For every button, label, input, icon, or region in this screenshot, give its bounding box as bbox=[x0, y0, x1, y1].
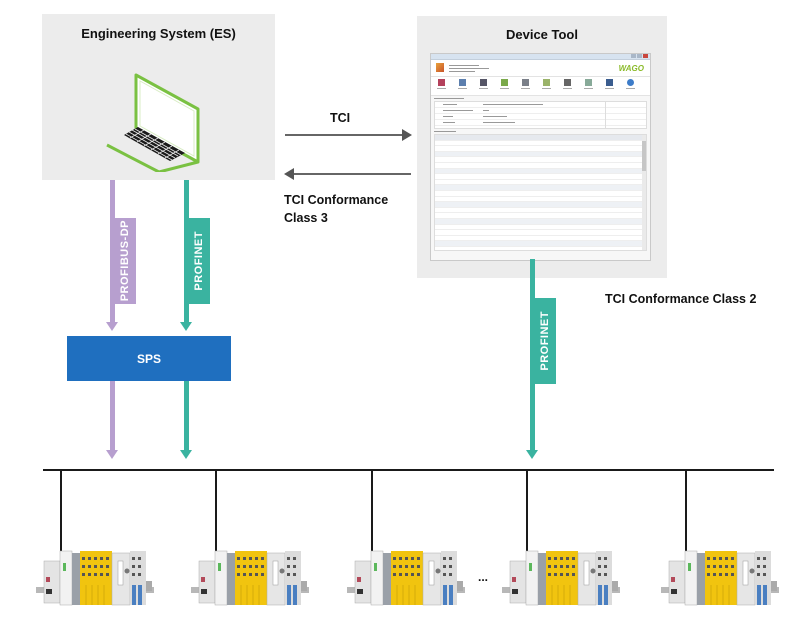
sps-box: SPS bbox=[67, 336, 231, 381]
profinet-dt-tag: PROFINET bbox=[534, 298, 556, 384]
drop-line-1 bbox=[60, 470, 62, 556]
profibus-bus-line bbox=[110, 381, 115, 451]
open-icon bbox=[456, 77, 468, 89]
ellipsis-label: ... bbox=[478, 570, 489, 584]
arrowhead-down-icon bbox=[106, 322, 118, 331]
profisafe-address-box bbox=[605, 102, 646, 128]
minimize-icon bbox=[631, 54, 636, 58]
profinet-dt-line bbox=[530, 259, 535, 451]
device-information-table bbox=[434, 101, 647, 129]
profinet-es-label: PROFINET bbox=[193, 231, 205, 291]
drop-line-2 bbox=[215, 470, 217, 556]
parameter-set-section bbox=[431, 129, 650, 134]
parameter-table bbox=[434, 134, 647, 251]
send-icon bbox=[603, 77, 615, 89]
tci-label: TCI bbox=[330, 111, 351, 125]
device-tool-title: Device Tool bbox=[505, 27, 578, 42]
profinet-es-tag: PROFINET bbox=[188, 218, 210, 304]
io-module-5 bbox=[661, 550, 779, 606]
arrowhead-right-icon bbox=[402, 129, 412, 141]
fieldbus-line bbox=[43, 469, 774, 471]
factory-settings-icon bbox=[519, 77, 531, 89]
app-logo-icon bbox=[436, 63, 444, 72]
maximize-icon bbox=[637, 54, 642, 58]
arrowhead-down-icon bbox=[526, 450, 538, 459]
profibus-tag: PROFIBUS-DP bbox=[114, 218, 136, 304]
profinet-es-line bbox=[184, 180, 189, 324]
save-icon bbox=[477, 77, 489, 89]
arrowhead-down-icon bbox=[180, 450, 192, 459]
window-header: WAGO bbox=[431, 60, 650, 77]
arrowhead-down-icon bbox=[180, 322, 192, 331]
read-icon bbox=[498, 77, 510, 89]
io-module-4 bbox=[502, 550, 620, 606]
help-icon bbox=[624, 77, 636, 89]
drop-line-5 bbox=[685, 470, 687, 556]
close-icon bbox=[643, 54, 648, 58]
io-module-1 bbox=[36, 550, 154, 606]
profibus-label: PROFIBUS-DP bbox=[119, 220, 131, 302]
exit-icon bbox=[435, 77, 447, 89]
engineering-system-title: Engineering System (ES) bbox=[81, 26, 236, 41]
drop-line-3 bbox=[371, 470, 373, 556]
io-module-2 bbox=[191, 550, 309, 606]
verify-icon bbox=[540, 77, 552, 89]
tci-cc2-label: TCI Conformance Class 2 bbox=[605, 292, 757, 306]
profibus-line bbox=[110, 180, 115, 324]
arrowhead-down-icon bbox=[106, 450, 118, 459]
print-icon bbox=[561, 77, 573, 89]
tci-arrows bbox=[284, 129, 412, 180]
window-titlebar bbox=[431, 54, 650, 60]
engineering-system-panel: Engineering System (ES) bbox=[42, 14, 275, 180]
scrollbar bbox=[642, 135, 646, 250]
device-information-section bbox=[431, 96, 650, 101]
profinet-dt-label: PROFINET bbox=[539, 311, 551, 371]
arrowhead-left-icon bbox=[284, 168, 294, 180]
laptop-icon bbox=[106, 73, 200, 172]
tci-cc3-label-line2: Class 3 bbox=[284, 211, 328, 225]
profinet-bus-line bbox=[184, 381, 189, 451]
activate-icon bbox=[582, 77, 594, 89]
io-module-3 bbox=[347, 550, 465, 606]
drop-line-4 bbox=[526, 470, 528, 556]
wago-logo: WAGO bbox=[618, 64, 644, 73]
tci-cc3-label-line1: TCI Conformance bbox=[284, 193, 389, 207]
device-tool-screenshot: WAGO bbox=[430, 53, 651, 261]
toolbar bbox=[431, 77, 650, 96]
